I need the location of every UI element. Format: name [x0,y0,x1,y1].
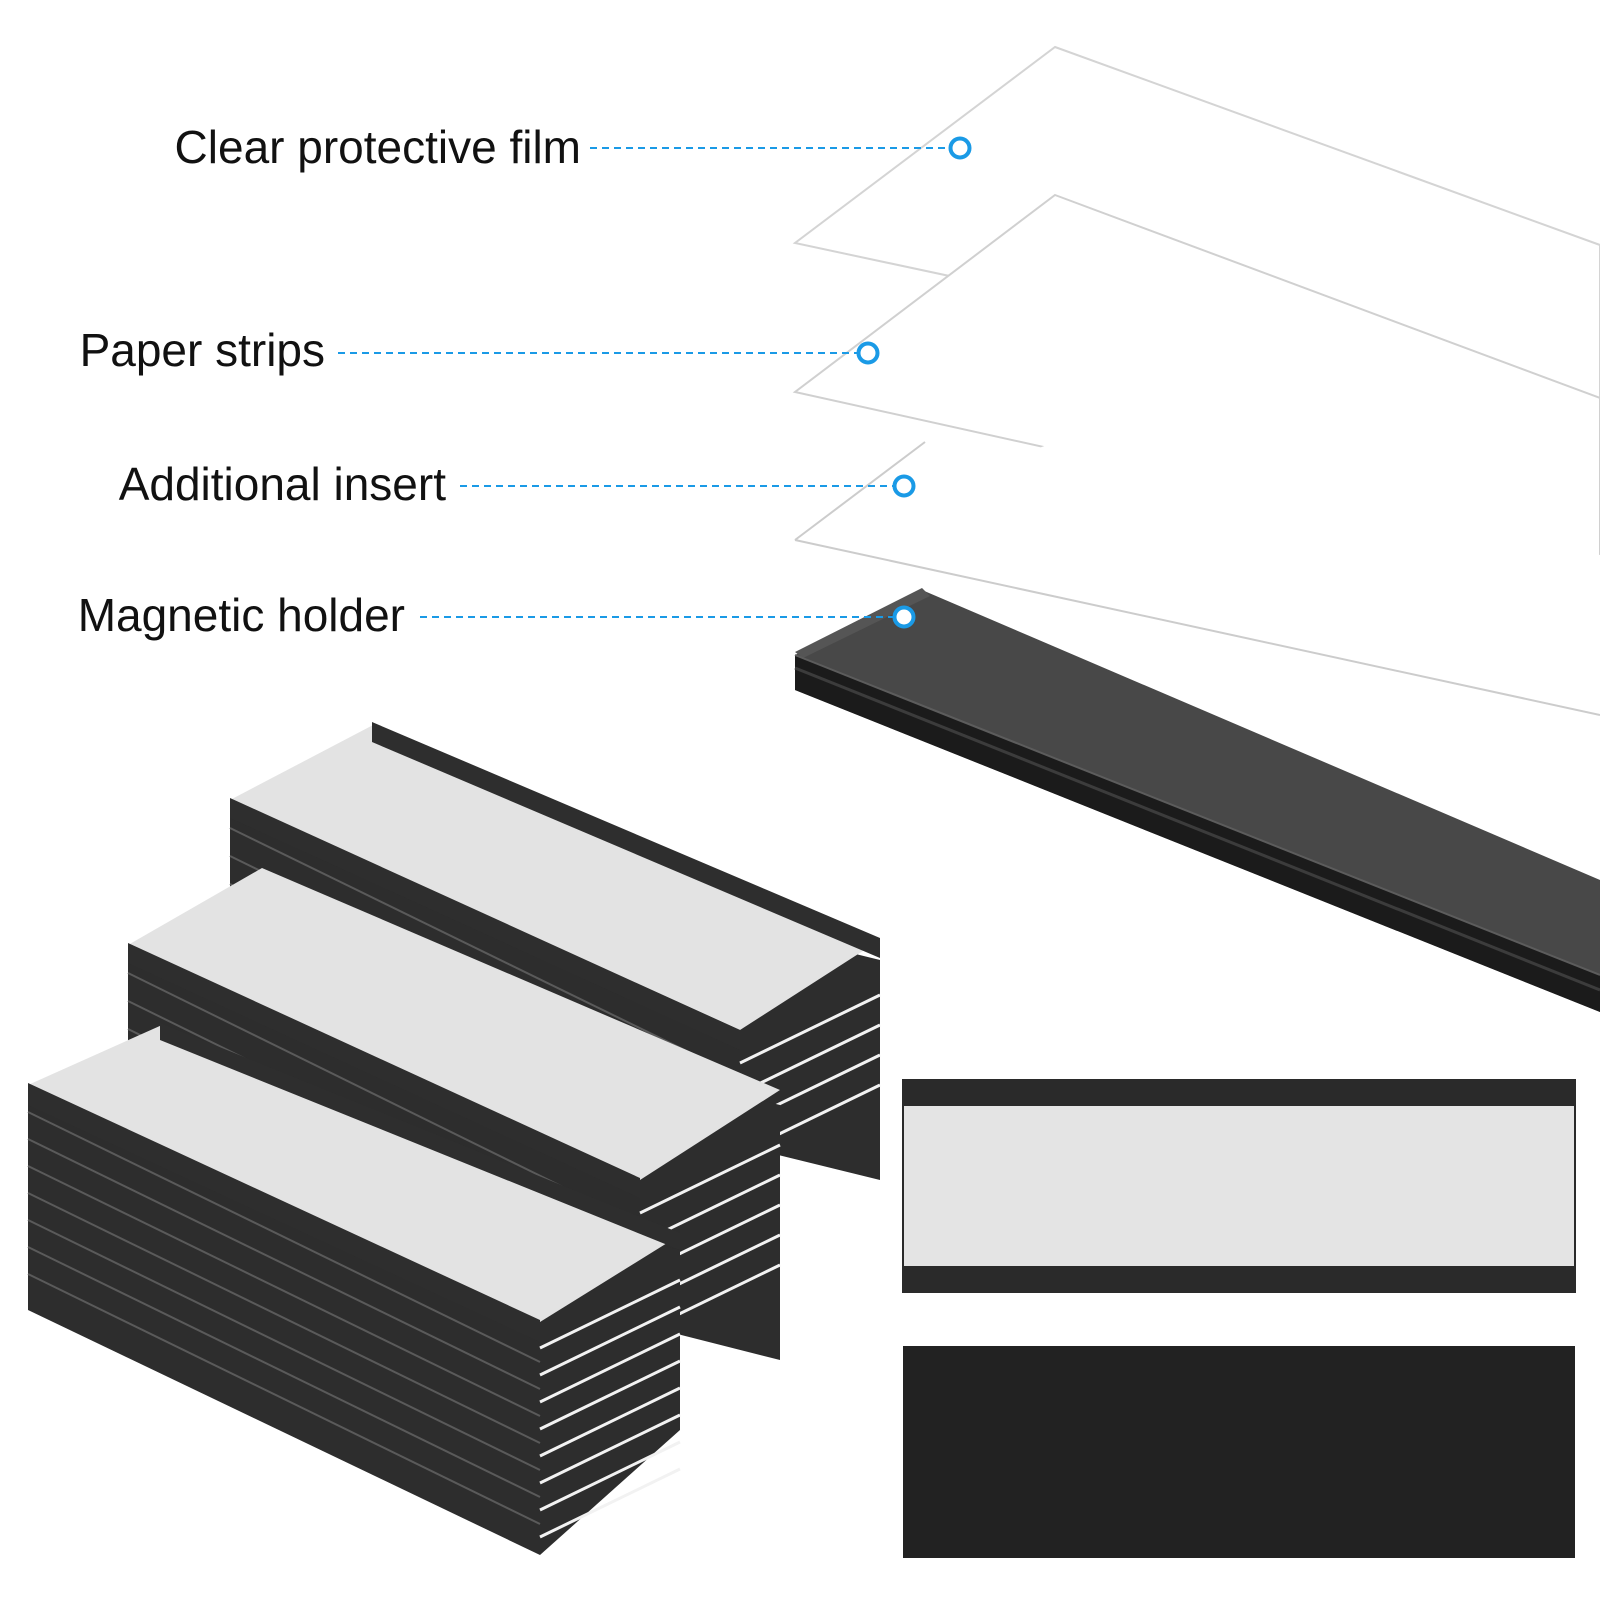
additional-insert-outline [794,441,1600,716]
magnetic-holder-strip [794,588,1600,1012]
holder-stack-front [27,1023,681,1555]
callout-labels: Clear protective film Paper strips Addit… [78,121,581,641]
callout-leader-magnetic-holder [420,605,916,629]
holder-back-view [903,1346,1575,1558]
label-magnetic-holder: Magnetic holder [78,589,405,641]
exploded-view [792,45,1600,1012]
paper-strip-sheet [792,193,1600,572]
callout-leader-additional-insert [460,474,916,498]
callout-dot-icon [892,605,916,629]
callout-leader-paper-strips [338,341,880,365]
callout-dot-icon [948,136,972,160]
label-paper-strips: Paper strips [80,324,325,376]
holder-front-view [902,1079,1576,1293]
additional-insert-sheet [795,442,1600,715]
callout-dot-icon [892,474,916,498]
callout-leaders [338,136,972,629]
holder-top-face [230,724,880,1030]
holder-top-face [128,868,780,1180]
product-stacks [27,722,881,1555]
callout-dot-icon [856,341,880,365]
callout-leader-clear-film [590,136,972,160]
label-additional-insert: Additional insert [119,458,447,510]
label-clear-protective-film: Clear protective film [175,121,581,173]
holder-top-face [28,1025,680,1322]
